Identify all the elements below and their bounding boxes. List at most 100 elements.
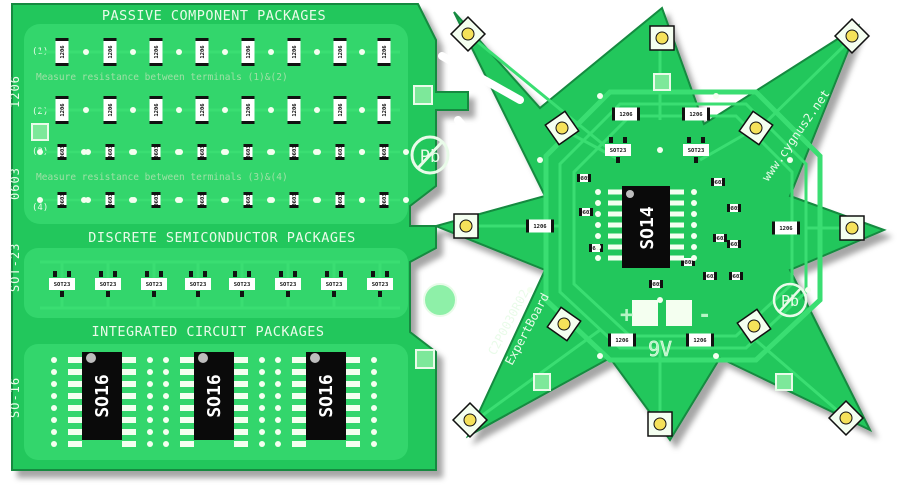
solder-pad (269, 149, 275, 155)
resistor-cap (103, 96, 117, 99)
solder-pad (37, 149, 43, 155)
resistor: 1206 (772, 221, 800, 235)
solder-pad (691, 255, 697, 261)
led (453, 213, 479, 239)
resistor-label: 0603 (711, 180, 724, 186)
resistor-body (727, 240, 741, 248)
resistor-cap (149, 63, 163, 66)
solder-pad (223, 197, 229, 203)
resistor-cap (590, 208, 593, 216)
sot23-lead (279, 271, 283, 277)
resistor-label: 1206 (689, 112, 703, 118)
ic-lead (180, 357, 194, 363)
resistor-cap (57, 205, 67, 208)
resistor-body (377, 96, 391, 124)
resistor-body (713, 234, 727, 242)
solder-pad (51, 381, 57, 387)
resistor-cap (333, 96, 347, 99)
resistor-body (57, 144, 67, 160)
solder-pad (371, 441, 377, 447)
solder-pad (163, 369, 169, 375)
sot23-lead (106, 291, 110, 297)
resistor-label: 1206 (108, 45, 114, 59)
sot23-body (141, 278, 167, 290)
resistor: 0603 (105, 192, 115, 208)
resistor-label: 1206 (200, 103, 206, 117)
sot23-lead (623, 137, 627, 143)
so14-chip: SO14 (622, 186, 670, 268)
solder-pad (537, 157, 543, 163)
resistor-label: 0603 (108, 145, 114, 158)
so16-label: SO16 (316, 374, 337, 417)
resistor-cap (289, 192, 299, 195)
resistor-label: 1206 (200, 45, 206, 59)
resistor-cap (195, 121, 209, 124)
passive-header: PASSIVE COMPONENT PACKAGES (102, 8, 326, 24)
resistor-cap (151, 205, 161, 208)
so14-lead (608, 233, 622, 239)
ic-lead (292, 381, 306, 387)
resistor-label: 0603 (338, 145, 344, 158)
resistor: 1206 (55, 96, 69, 124)
resistor-cap (724, 234, 727, 242)
resistor-cap (241, 38, 255, 41)
side-label-so16: SO-16 (8, 377, 22, 418)
sot23-label: SOT23 (100, 282, 117, 288)
solder-pad (259, 405, 265, 411)
resistor: 0603 (289, 192, 299, 208)
sot23-label: SOT23 (54, 282, 71, 288)
resistor-label: 0603 (246, 193, 252, 206)
ic-lead (122, 429, 136, 435)
so14-lead (608, 211, 622, 217)
sot23-lead (385, 271, 389, 277)
resistor-cap (55, 96, 69, 99)
resistor-body (333, 96, 347, 124)
resistor-label: 1206 (108, 103, 114, 117)
resistor: 0603 (379, 144, 389, 160)
sot23-label: SOT23 (326, 282, 343, 288)
resistor: 0603 (335, 144, 345, 160)
resistor-cap (287, 63, 301, 66)
solder-pad (657, 297, 663, 303)
sot23-lead (694, 157, 698, 163)
resistor-cap (287, 121, 301, 124)
solder-pad (222, 49, 228, 55)
solder-pad (275, 393, 281, 399)
led-lens (555, 121, 569, 135)
resistor-cap (289, 144, 299, 147)
resistor: 1206 (103, 38, 117, 66)
resistor-body (772, 221, 800, 235)
resistor-body (612, 107, 640, 121)
resistor: 0603 (243, 144, 253, 160)
resistor-label: 0805 (649, 282, 662, 288)
so14-lead (670, 189, 684, 195)
sot23-lead (609, 137, 613, 143)
led (449, 15, 487, 53)
resistor-label: 0805 (727, 206, 740, 212)
solder-pad (163, 429, 169, 435)
resistor-body (682, 107, 710, 121)
resistor: 0805 (649, 280, 663, 288)
resistor-body (649, 280, 663, 288)
solder-pad (176, 49, 182, 55)
sot23-lead (233, 271, 237, 277)
resistor-body (55, 96, 69, 124)
ic-lead (180, 405, 194, 411)
resistor-cap (197, 192, 207, 195)
terminal-4: (4) (32, 203, 48, 213)
solder-pad (147, 405, 153, 411)
solder-pad (595, 222, 601, 228)
ic-lead (122, 381, 136, 387)
led (647, 411, 673, 437)
ic-lead (292, 417, 306, 423)
ic-lead (292, 429, 306, 435)
resistor-label: 0603 (292, 145, 298, 158)
led (544, 110, 580, 146)
resistor-label: 0603 (246, 145, 252, 158)
resistor-cap (649, 280, 652, 288)
resistor-body (729, 272, 743, 280)
resistor-cap (612, 107, 615, 121)
resistor-cap (660, 280, 663, 288)
solder-pad (691, 189, 697, 195)
resistor-body (287, 96, 301, 124)
